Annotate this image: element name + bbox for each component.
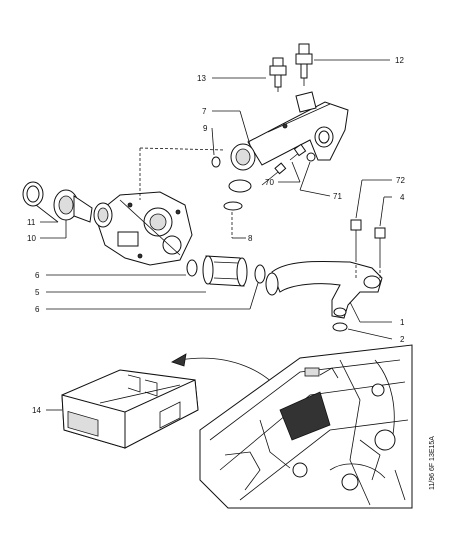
- callout-1: 1: [400, 318, 405, 327]
- callout-4: 4: [400, 193, 405, 202]
- water-outlet-housing-7: [228, 91, 349, 193]
- thermostat-housing: [93, 191, 193, 266]
- assembly-dash-lines: [139, 147, 381, 282]
- engine-bay-inset: [199, 344, 413, 509]
- callout-9: 9: [203, 124, 208, 133]
- bolts-71: [289, 143, 316, 162]
- seal-6-right: [254, 264, 266, 284]
- pipe-5: [202, 255, 248, 287]
- callout-72: 72: [396, 176, 405, 185]
- callout-7: 7: [202, 107, 207, 116]
- bolt-4: [374, 227, 386, 268]
- bolt-70: [261, 162, 287, 186]
- callout-13: 13: [197, 74, 206, 83]
- callout-2: 2: [400, 335, 405, 344]
- control-unit-14: [61, 369, 199, 449]
- leader-lines: [35, 59, 393, 411]
- clip-9: [211, 156, 221, 168]
- drawing-reference-code: 11/96 6F 13E15A: [429, 436, 436, 490]
- callout-14: 14: [32, 406, 41, 415]
- callout-11: 11: [27, 218, 36, 227]
- washer-2: [332, 322, 348, 332]
- sensor-13: [269, 57, 287, 92]
- callout-8: 8: [248, 234, 253, 243]
- water-pipe-1: [265, 260, 383, 319]
- callout-10: 10: [27, 234, 36, 243]
- callout-70: 70: [265, 178, 274, 187]
- sensor-12: [295, 43, 313, 86]
- callout-71: 71: [333, 192, 342, 201]
- seal-8: [223, 201, 243, 211]
- callout-5: 5: [35, 288, 40, 297]
- callout-12: 12: [395, 56, 404, 65]
- callout-6-lower: 6: [35, 305, 40, 314]
- callout-labels: 12 13 7 9 70 71 8 72 4 11 10 6 5 6 1 2 1…: [27, 56, 405, 415]
- seal-6-left: [186, 259, 198, 277]
- seal-ring-11: [22, 181, 44, 207]
- thermostat-10: [53, 189, 93, 223]
- callout-6-upper: 6: [35, 271, 40, 280]
- stud-72: [350, 219, 362, 262]
